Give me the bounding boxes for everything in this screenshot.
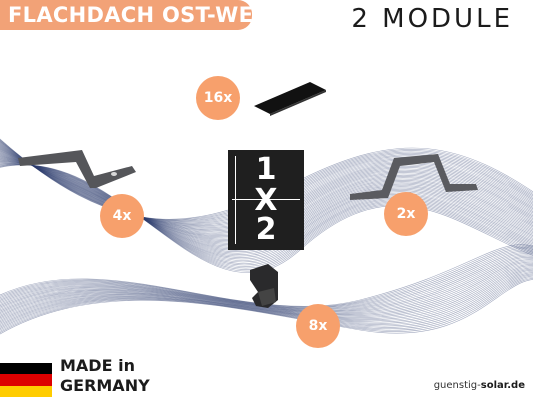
- wave-line: [0, 272, 533, 327]
- flag-stripe-red: [0, 374, 52, 386]
- wave-line: [0, 279, 533, 335]
- rubber-pad-image: [254, 82, 326, 116]
- module-clip-image: [250, 264, 278, 308]
- clip-quantity-badge: 8x: [296, 304, 340, 348]
- germany-flag-icon: [0, 363, 52, 397]
- wave-line: [0, 267, 533, 322]
- ratio-multiply-sign: X: [254, 183, 278, 218]
- flag-stripe-gold: [0, 385, 52, 397]
- wave-line: [0, 271, 533, 326]
- module-layout-indicator: 1 X 2: [228, 150, 304, 250]
- wave-line: [0, 276, 533, 332]
- ratio-bottom-number: 2: [255, 212, 277, 247]
- arrow-line-icon: [235, 156, 236, 244]
- ratio-top-number: 1: [255, 152, 277, 187]
- wave-line: [0, 275, 533, 331]
- bracket-quantity-badge: 2x: [384, 192, 428, 236]
- pad-quantity-badge: 16x: [196, 76, 240, 120]
- made-in-germany-label: MADE in GERMANY: [60, 356, 150, 395]
- wave-line: [0, 278, 533, 334]
- wave-line: [0, 274, 533, 330]
- flag-stripe-black: [0, 363, 52, 375]
- title-banner: FLACHDACH OST-WEST: [0, 0, 283, 30]
- ratio-divider: [232, 199, 300, 200]
- wave-line: [0, 268, 533, 323]
- brand-logo-text: guenstig-solar.de: [433, 380, 525, 391]
- support-bracket-image: [350, 154, 478, 200]
- mounting-plate-image: [18, 150, 136, 188]
- module-count-heading: 2 MODULE: [351, 4, 513, 34]
- wave-line: [0, 270, 533, 324]
- wave-line: [0, 273, 533, 328]
- page-title: FLACHDACH OST-WEST: [8, 3, 284, 27]
- plate-quantity-badge: 4x: [100, 194, 144, 238]
